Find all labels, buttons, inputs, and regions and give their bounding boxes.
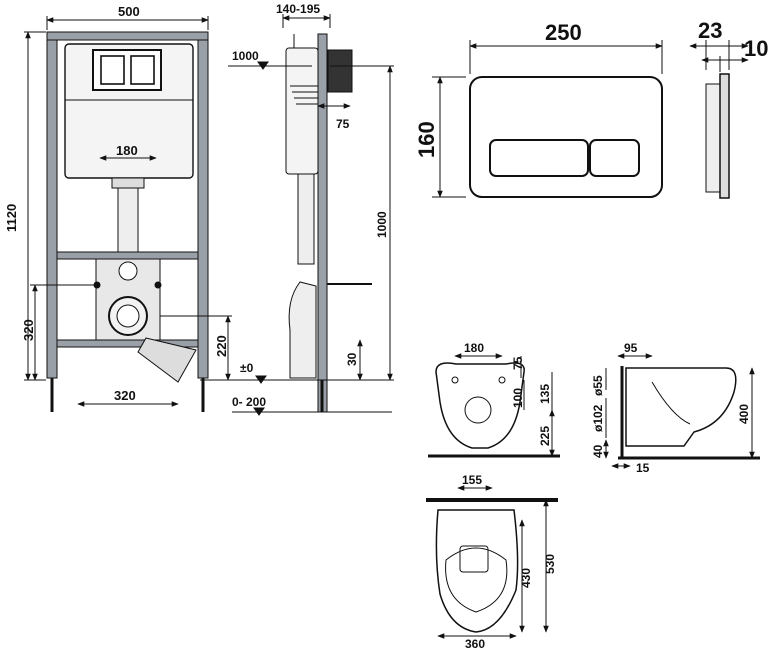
bowl-side-trap (651, 381, 691, 425)
side-depth-label: 140-195 (276, 2, 320, 16)
side-flush-pipe (297, 173, 315, 265)
side-drain-bend (288, 281, 317, 379)
side-cistern (285, 47, 319, 175)
bowl-outlet (464, 396, 492, 424)
pipe-depth-label: 75 (336, 117, 350, 131)
flush-plate-side (689, 40, 749, 199)
side-inspection-box (327, 49, 353, 93)
frame-front-view (46, 31, 209, 412)
frame-width-label: 500 (118, 4, 140, 19)
level-triangle-zero (255, 375, 267, 384)
plate-thickness-label: 10 (744, 36, 768, 61)
plate-side-face (719, 73, 730, 199)
drain-elbow (137, 337, 197, 383)
frame-side-view (285, 33, 372, 413)
top-length-label: 530 (543, 554, 557, 574)
side-post (317, 33, 328, 413)
top-width-label: 360 (465, 637, 485, 650)
level-mark-label: 1000 (232, 49, 259, 63)
bowl-hole-spacing-label: 180 (464, 341, 484, 355)
frame-left-post (46, 35, 58, 379)
inlet-diameter-label: ø55 (591, 375, 605, 396)
flush-pipe-collar (111, 177, 145, 189)
bowl-front-view (428, 353, 560, 458)
floor-offset-label: 30 (345, 352, 359, 366)
bowl-top-hinge (459, 545, 489, 573)
level-triangle-floor (253, 407, 265, 416)
level-triangle-top (257, 61, 269, 70)
plate-width-label: 250 (545, 20, 582, 45)
flush-pipe (117, 177, 139, 253)
foot-depth-label: 15 (636, 461, 650, 475)
overall-height-label: 1000 (375, 211, 389, 238)
foot-range-label: 0- 200 (232, 395, 266, 409)
flush-button-small (589, 139, 640, 177)
flush-button-large (489, 139, 589, 177)
bowl-floor-height-label: 225 (538, 426, 552, 446)
flush-plate-front (432, 40, 663, 198)
frame-middle-rail (56, 251, 199, 260)
foot-spacing-label: 320 (114, 388, 136, 403)
bowl-hole-right (498, 376, 506, 384)
bowl-top-height-label: 75 (511, 356, 525, 370)
top-hole-spacing-label: 155 (462, 473, 482, 487)
drain-offset-label: 220 (214, 335, 229, 357)
frame-height-label: 1120 (4, 204, 19, 232)
bowl-top-view (426, 485, 558, 639)
rim-height-label: 400 (737, 404, 751, 424)
cistern-opening-right (130, 55, 155, 85)
waste-outlet-inner (116, 304, 140, 328)
inlet-depth-label: 95 (624, 341, 638, 355)
outlet-diameter-label: ø102 (591, 404, 605, 432)
bowl-front-outline (435, 362, 525, 449)
bowl-mid-height-label: 100 (511, 388, 525, 408)
plate-side-body (705, 83, 721, 193)
bowl-hole-left (451, 376, 459, 384)
side-connector-fins (290, 85, 318, 105)
zero-level-label: ±0 (240, 361, 254, 375)
bowl-side-view (603, 353, 760, 469)
bowl-outlet-height-label: 135 (538, 384, 552, 404)
bottom-height-label: 40 (591, 444, 605, 458)
frame-right-post (197, 35, 209, 379)
bowl-top-opening (445, 547, 508, 613)
frame-front-dimensions (24, 16, 232, 407)
flush-plate-outline (469, 76, 663, 198)
plate-height-label: 160 (414, 121, 439, 158)
inlet-connector (118, 261, 138, 281)
frame-top-rail (46, 31, 209, 41)
bowl-top-outline (435, 509, 519, 633)
frame-side-dimensions (228, 14, 394, 416)
cistern-opening-left (100, 55, 125, 85)
top-inner-length-label: 430 (519, 568, 533, 588)
drain-height-label: 320 (21, 319, 36, 341)
bolt-right-icon (154, 281, 162, 289)
plate-depth-label: 23 (698, 18, 722, 43)
bowl-side-outline (625, 367, 737, 447)
inner-width-label: 180 (116, 143, 138, 158)
